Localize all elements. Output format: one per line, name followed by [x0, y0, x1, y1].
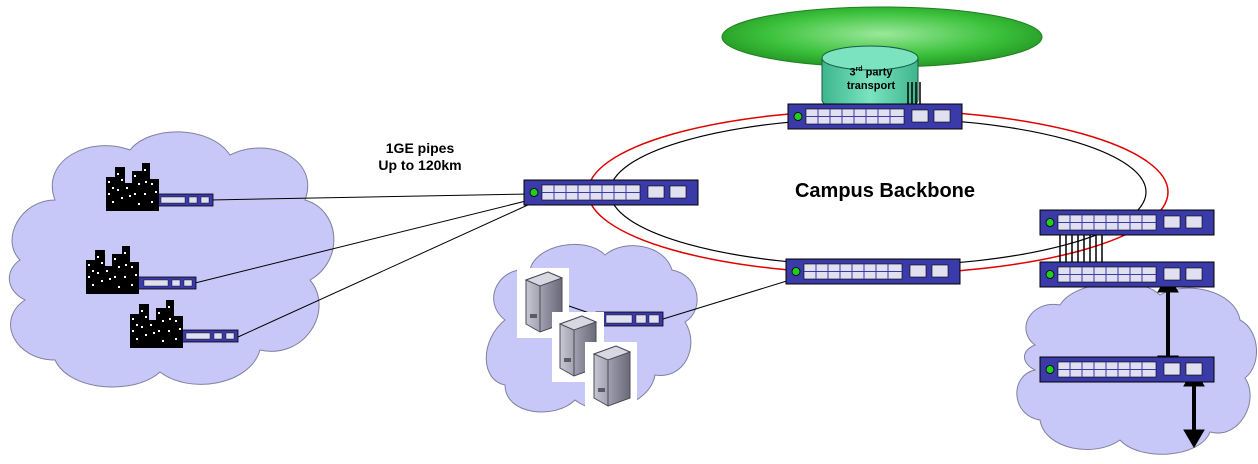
network-switch-icon [1039, 261, 1215, 288]
network-switch-icon [785, 258, 961, 285]
network-switch-icon [1039, 356, 1215, 383]
left-cloud-icon [8, 131, 335, 388]
small-switch-icon [154, 193, 214, 207]
cylinder-transport-icon [821, 45, 919, 113]
small-switch-icon [137, 276, 197, 290]
third-party-label: 3rd party [849, 66, 893, 79]
network-switch-icon [1039, 209, 1215, 236]
network-switch-icon [787, 103, 963, 130]
network-switch-icon [523, 179, 699, 206]
campus-backbone-label: Campus Backbone [794, 180, 976, 202]
small-switch-icon [595, 311, 664, 327]
server-icon [585, 342, 637, 412]
distance-label: Up to 120km [378, 157, 462, 173]
pipes-label: 1GE pipes [385, 140, 455, 156]
transport-label: transport [846, 80, 896, 92]
fiber-links [194, 193, 791, 360]
small-switch-icon [179, 329, 239, 343]
